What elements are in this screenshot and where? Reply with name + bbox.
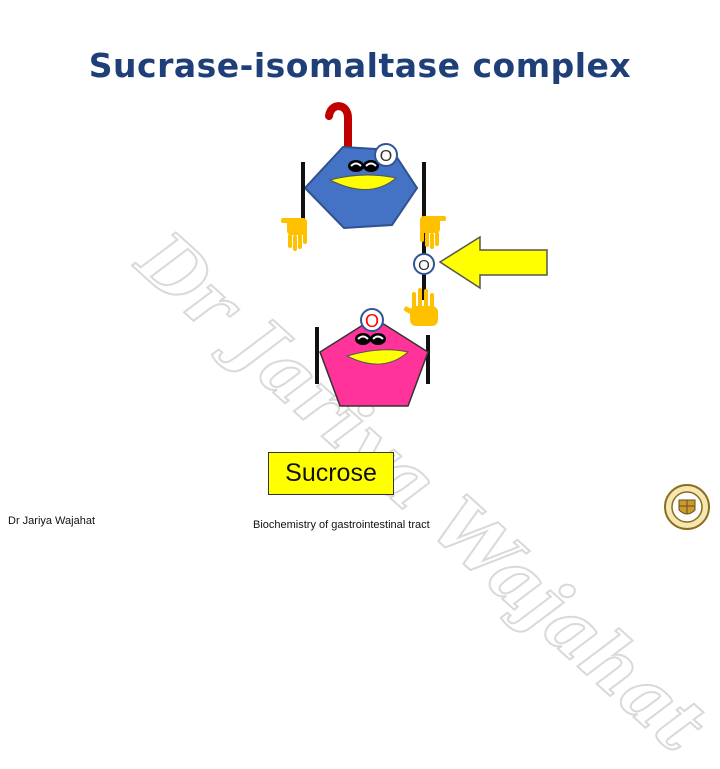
fructose-group: O [315,308,430,407]
enzyme-eye-left [348,160,364,172]
bridge-oxygen-circle [413,253,435,275]
university-seal-icon [664,484,710,530]
fructose-oxygen-circle [360,308,384,332]
fructose-eye-right [370,333,386,345]
slide-title: Sucrase-isomaltase complex [88,46,632,85]
fructose-eye-left [355,333,371,345]
enzyme-oxygen-circle [374,143,398,167]
footer-topic: Biochemistry of gastrointestinal tract [253,519,430,531]
sucrase-diagram: O O [281,102,548,407]
bridge-oxygen-label: O [418,257,430,274]
enzyme-eye-right [363,160,379,172]
hand-right-icon [420,216,446,249]
hand-raised-icon [403,288,438,326]
enzyme-oxygen-label: O [380,148,392,165]
fructose-mouth [345,349,410,365]
arrow-left-icon [438,235,548,290]
footer-author: Dr Jariya Wajahat [8,515,96,527]
fructose-oxygen-label: O [365,311,379,331]
hand-left-icon [281,218,307,251]
sucrose-label: Sucrose [268,452,394,495]
enzyme-hook [325,102,352,154]
enzyme-mouth [328,174,398,190]
enzyme-group: O [281,102,446,300]
